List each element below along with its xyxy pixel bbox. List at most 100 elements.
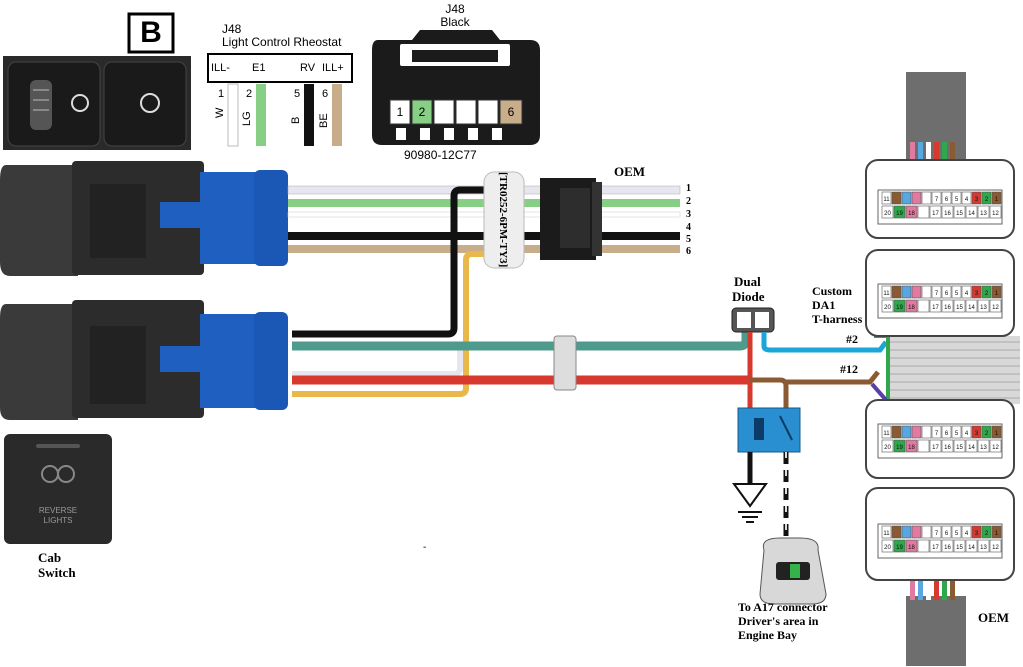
da1-pin-cell [931,525,942,539]
da1-pin-label: 16 [944,211,951,217]
da1-pin-cell [977,205,990,219]
da1-pin-label: 16 [944,545,951,551]
da1-pin-label: 19 [896,545,903,551]
j48-connector-face [372,30,540,145]
da1-pin-cell [977,439,990,453]
da1-pin-label: 2 [985,531,989,537]
da1-pin-label: 7 [935,291,939,297]
harness-label-line3: T-harness [812,312,863,326]
j48-pin-num-1: 1 [218,88,225,100]
da1-pin-label: 18 [908,545,915,551]
da1-pin-cell [991,285,1002,299]
da1-pin-label: 14 [968,305,975,311]
da1-pin-label: 11 [883,197,890,203]
da1-pin-cell [911,191,922,205]
white-jumper-wire [292,350,463,377]
da1-pin-cell [891,425,902,439]
da1-pin-label: 14 [968,211,975,217]
da1-pin-cell [901,191,912,205]
da1-pin-cell [921,285,932,299]
cab-switch-label-line1: Cab [38,550,62,565]
pin-callout-12: #12 [840,362,858,376]
da1-pin-label: 11 [883,531,890,537]
brown-wire [786,370,880,385]
da1-pin-cell [917,299,930,313]
da1-pin-label: 16 [944,445,951,451]
dual-diode [731,307,775,333]
da1-pin-cell [881,439,894,453]
da1-pin-cell [953,539,966,553]
relay [737,407,801,453]
da1-pin-cell [901,525,912,539]
da1-pin-cell [941,539,954,553]
harness-bottom [906,596,966,666]
da1-pin-cell [917,539,930,553]
da1-pin-cell [929,439,942,453]
wire-number-3: 3 [686,209,691,220]
wire-number-6: 6 [686,246,691,257]
da1-pin-cell [989,205,1002,219]
wire-black-j48 [304,84,314,146]
da1-pin-label: 11 [883,291,890,297]
da1-pin-cell [921,425,932,439]
da1-pin-label: 11 [883,431,890,437]
cab-switch-label-line2: Switch [38,565,76,580]
da1-pin-label: 15 [956,545,963,551]
da1-pin-label: 13 [980,305,987,311]
da1-pin-label: 13 [980,445,987,451]
da1-pin-cell [929,539,942,553]
j48-pin-num-2: 2 [246,88,253,100]
da1-pin-label: 17 [932,305,939,311]
da1-pin-label: 4 [965,291,969,297]
j48-face-pin-6: 6 [507,105,515,119]
da1-pin-label: 17 [932,445,939,451]
da1-pin-cell [881,539,894,553]
da1-pin-label: 6 [945,531,949,537]
da1-pin-cell [941,205,954,219]
da1-pin-cell [971,525,982,539]
j48-pin-num-5: 5 [294,88,301,100]
da1-pin-cell [929,205,942,219]
da1-pin-cell [951,285,962,299]
da1-pin-label: 4 [965,431,969,437]
da1-pin-cell [881,525,892,539]
da1-pin-label: 17 [932,211,939,217]
cyan-wire [761,332,888,353]
da1-pin-label: 1 [995,197,999,203]
da1-pin-label: 15 [956,445,963,451]
da1-pin-cell [881,205,894,219]
da1-pin-cell [991,191,1002,205]
j48-pin-name-6: ILL+ [322,62,344,74]
j48-pin-name-1: ILL- [211,62,230,74]
relay-part-label: [TR0252-6PM-TY3] [497,172,509,268]
da1-pin-cell [921,191,932,205]
da1-pin-label: 16 [944,305,951,311]
da1-pin-label: 2 [985,431,989,437]
da1-pin-cell [981,525,992,539]
da1-pin-label: 7 [935,431,939,437]
da1-pin-label: 6 [945,291,949,297]
a17-note-line2: Driver's area in [738,614,819,628]
splice-sleeve [553,335,577,391]
da1-connector-3 [865,399,1015,479]
relay-body [483,171,525,269]
j48-pin-num-6: 6 [322,88,329,100]
da1-pin-cell [905,205,918,219]
da1-pin-label: 20 [884,211,891,217]
da1-pin-label: 2 [985,291,989,297]
da1-pin-label: 5 [955,197,959,203]
harness-ribbon [870,334,1020,406]
cab-switch [4,434,112,544]
da1-pin-label: 12 [992,545,999,551]
da1-pin-label: 14 [968,545,975,551]
da1-pin-cell [941,191,952,205]
j48-color-be: BE [318,113,330,128]
wire-number-1: 1 [686,183,691,194]
da1-pin-cell [965,439,978,453]
ground-symbol [732,483,768,523]
da1-pin-cell [951,525,962,539]
j48-color-lg: LG [241,111,253,126]
da1-pin-label: 15 [956,305,963,311]
